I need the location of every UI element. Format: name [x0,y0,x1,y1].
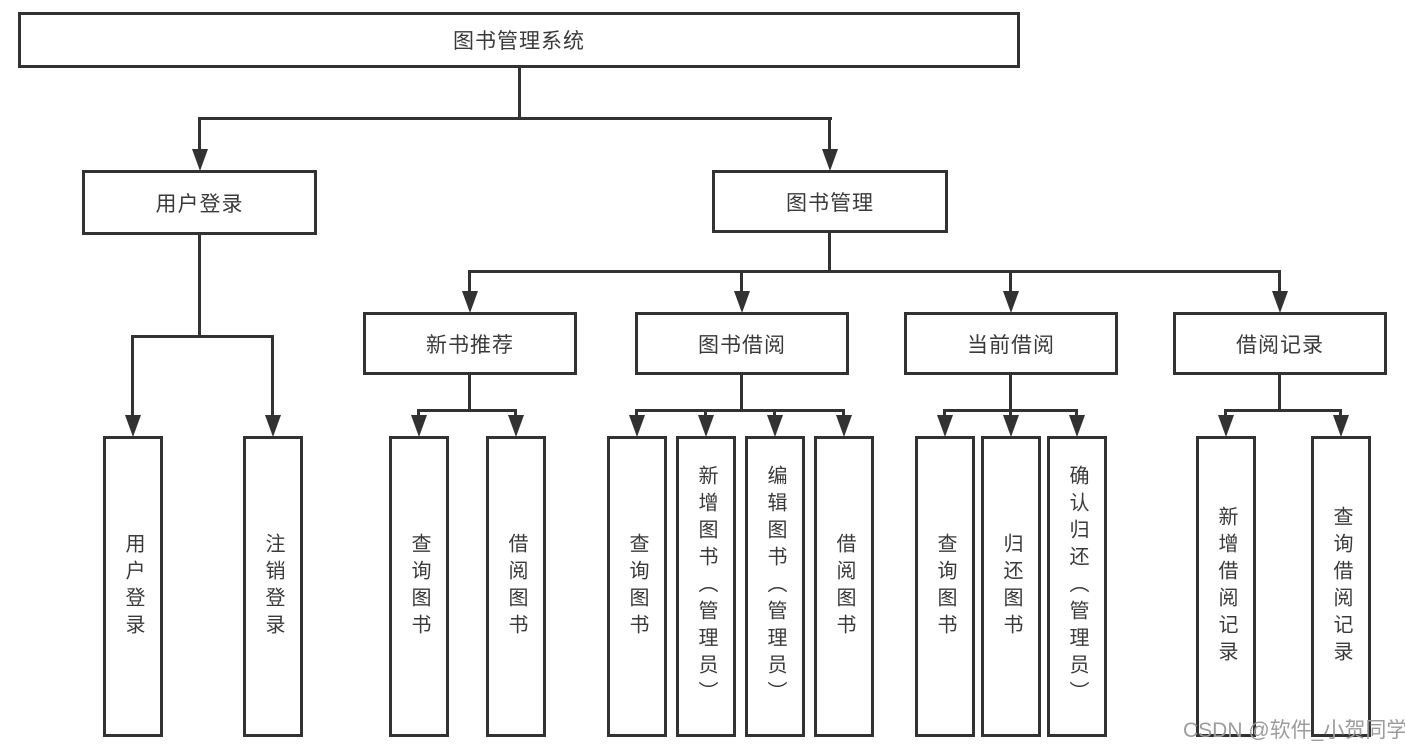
arrow-down-icon [767,415,783,437]
node-user-login: 用户登录 [82,170,317,235]
node-root-label: 图书管理系统 [453,30,585,53]
leaf-current-query-book: 查询图书 [915,436,975,737]
arrow-down-icon [265,415,281,437]
node-borrow-record: 借阅记录 [1173,312,1387,375]
connector-line [740,375,743,411]
connector-line [635,409,845,412]
connector-line [740,270,743,293]
connector-line [1009,270,1012,293]
connector-line [943,409,946,418]
connector-line [514,409,517,418]
node-current-borrow-label: 当前借阅 [967,333,1055,357]
leaf-logout-label: 注销登录 [262,532,284,641]
node-new-book-recommend: 新书推荐 [363,312,577,375]
leaf-current-confirm-return-admin-label: 确认归还（管理员） [1066,465,1088,708]
node-current-borrow: 当前借阅 [904,312,1118,375]
node-user-login-label: 用户登录 [155,192,244,216]
arrow-down-icon [836,415,852,437]
csdn-watermark: CSDN @软件_小贺同学 [1183,719,1405,742]
node-root: 图书管理系统 [18,12,1020,68]
arrow-down-icon [822,149,838,171]
connector-line [417,409,420,418]
connector-line [828,117,831,151]
connector-line [198,117,201,151]
leaf-record-add-borrow-record: 新增借阅记录 [1196,436,1256,737]
connector-line [1009,409,1012,418]
leaf-borrow-edit-book-admin-label: 编辑图书（管理员） [764,465,786,708]
leaf-borrow-add-book-admin: 新增图书（管理员） [676,436,736,737]
arrow-down-icon [1003,415,1019,437]
leaf-borrow-borrow-book-label: 借阅图书 [833,532,855,641]
connector-line [198,117,832,120]
connector-line [773,409,776,418]
leaf-borrow-query-book-label: 查询图书 [626,532,648,641]
arrow-down-icon [1069,415,1085,437]
leaf-recommend-query-book-label: 查询图书 [408,532,430,641]
leaf-record-query-borrow-record: 查询借阅记录 [1311,436,1371,737]
leaf-user-login: 用户登录 [103,436,163,737]
connector-line [131,335,134,417]
arrow-down-icon [698,415,714,437]
leaf-borrow-query-book: 查询图书 [607,436,667,737]
arrow-down-icon [192,149,208,171]
node-book-management-label: 图书管理 [786,191,874,215]
connector-line [1009,375,1012,411]
connector-line [828,232,831,272]
connector-line [1339,409,1342,418]
connector-line [1075,409,1078,418]
connector-line [518,68,521,118]
arrow-down-icon [937,415,953,437]
connector-line [1224,409,1227,418]
leaf-user-login-label: 用户登录 [122,532,144,641]
connector-line [635,409,638,418]
leaf-borrow-edit-book-admin: 编辑图书（管理员） [745,436,805,737]
node-borrow-record-label: 借阅记录 [1236,333,1324,357]
leaf-record-query-borrow-record-label: 查询借阅记录 [1330,505,1352,668]
arrow-down-icon [1272,291,1288,313]
node-book-borrow: 图书借阅 [635,312,849,375]
arrow-down-icon [1333,415,1349,437]
leaf-recommend-query-book: 查询图书 [389,436,449,737]
arrow-down-icon [629,415,645,437]
connector-line [131,335,274,338]
connector-line [1224,409,1342,412]
connector-line [1278,270,1281,293]
connector-line [468,270,471,293]
connector-line [271,335,274,417]
connector-line [704,409,707,418]
arrow-down-icon [1218,415,1234,437]
leaf-logout: 注销登录 [243,436,303,737]
leaf-current-query-book-label: 查询图书 [934,532,956,641]
connector-line [198,235,201,335]
arrow-down-icon [411,415,427,437]
arrow-down-icon [125,415,141,437]
connector-line [417,409,517,412]
node-new-book-recommend-label: 新书推荐 [426,333,514,357]
node-book-management: 图书管理 [712,170,948,233]
leaf-record-add-borrow-record-label: 新增借阅记录 [1215,505,1237,668]
arrow-down-icon [508,415,524,437]
leaf-current-return-book-label: 归还图书 [1000,532,1022,641]
connector-line [842,409,845,418]
leaf-recommend-borrow-book-label: 借阅图书 [505,532,527,641]
leaf-current-confirm-return-admin: 确认归还（管理员） [1047,436,1107,737]
arrow-down-icon [462,291,478,313]
node-book-borrow-label: 图书借阅 [698,333,786,357]
leaf-borrow-borrow-book: 借阅图书 [814,436,874,737]
leaf-borrow-add-book-admin-label: 新增图书（管理员） [695,465,717,708]
connector-line [468,375,471,411]
connector-line [468,270,1281,273]
leaf-current-return-book: 归还图书 [981,436,1041,737]
connector-line [1278,375,1281,411]
leaf-recommend-borrow-book: 借阅图书 [486,436,546,737]
arrow-down-icon [1003,291,1019,313]
arrow-down-icon [734,291,750,313]
